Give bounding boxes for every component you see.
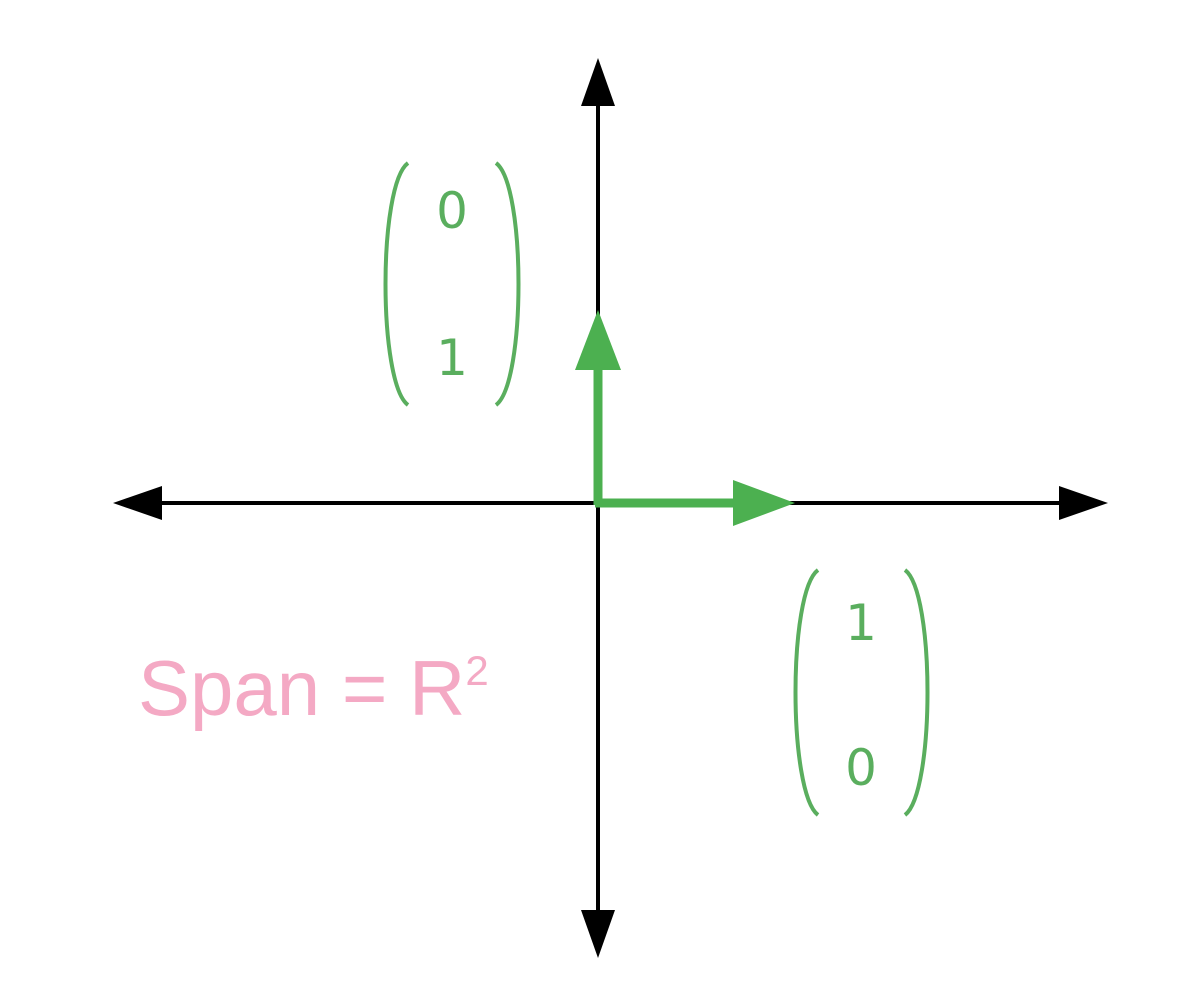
- x-axis-left-arrow-icon: [113, 486, 162, 520]
- span-label: Span = R2: [138, 644, 489, 732]
- right-paren-icon: [903, 568, 930, 817]
- y-axis-top-arrow-icon: [581, 58, 615, 106]
- left-paren-icon: [383, 161, 410, 407]
- column-vector-right-label: 1 0: [793, 568, 930, 817]
- column-vector-up-label: 0 1: [383, 161, 521, 407]
- vector-up-arrow-icon: [575, 310, 621, 370]
- basis-vector-right: [595, 480, 795, 526]
- y-axis-bottom-arrow-icon: [581, 910, 615, 958]
- span-label-text: Span = R2: [138, 644, 489, 732]
- span-label-superscript: 2: [465, 647, 488, 694]
- vector-right-component-1: 1: [845, 594, 877, 652]
- vector-right-component-2: 0: [845, 739, 877, 797]
- x-axis-right-arrow-icon: [1059, 486, 1108, 520]
- vector-up-component-2: 1: [436, 329, 468, 387]
- vector-right-arrow-icon: [733, 480, 795, 526]
- y-axis: [581, 58, 615, 958]
- left-paren-icon: [793, 568, 820, 817]
- vector-up-component-1: 0: [436, 182, 468, 240]
- right-paren-icon: [494, 161, 521, 407]
- span-label-main: Span = R: [138, 644, 465, 732]
- basis-vector-up: [575, 310, 621, 505]
